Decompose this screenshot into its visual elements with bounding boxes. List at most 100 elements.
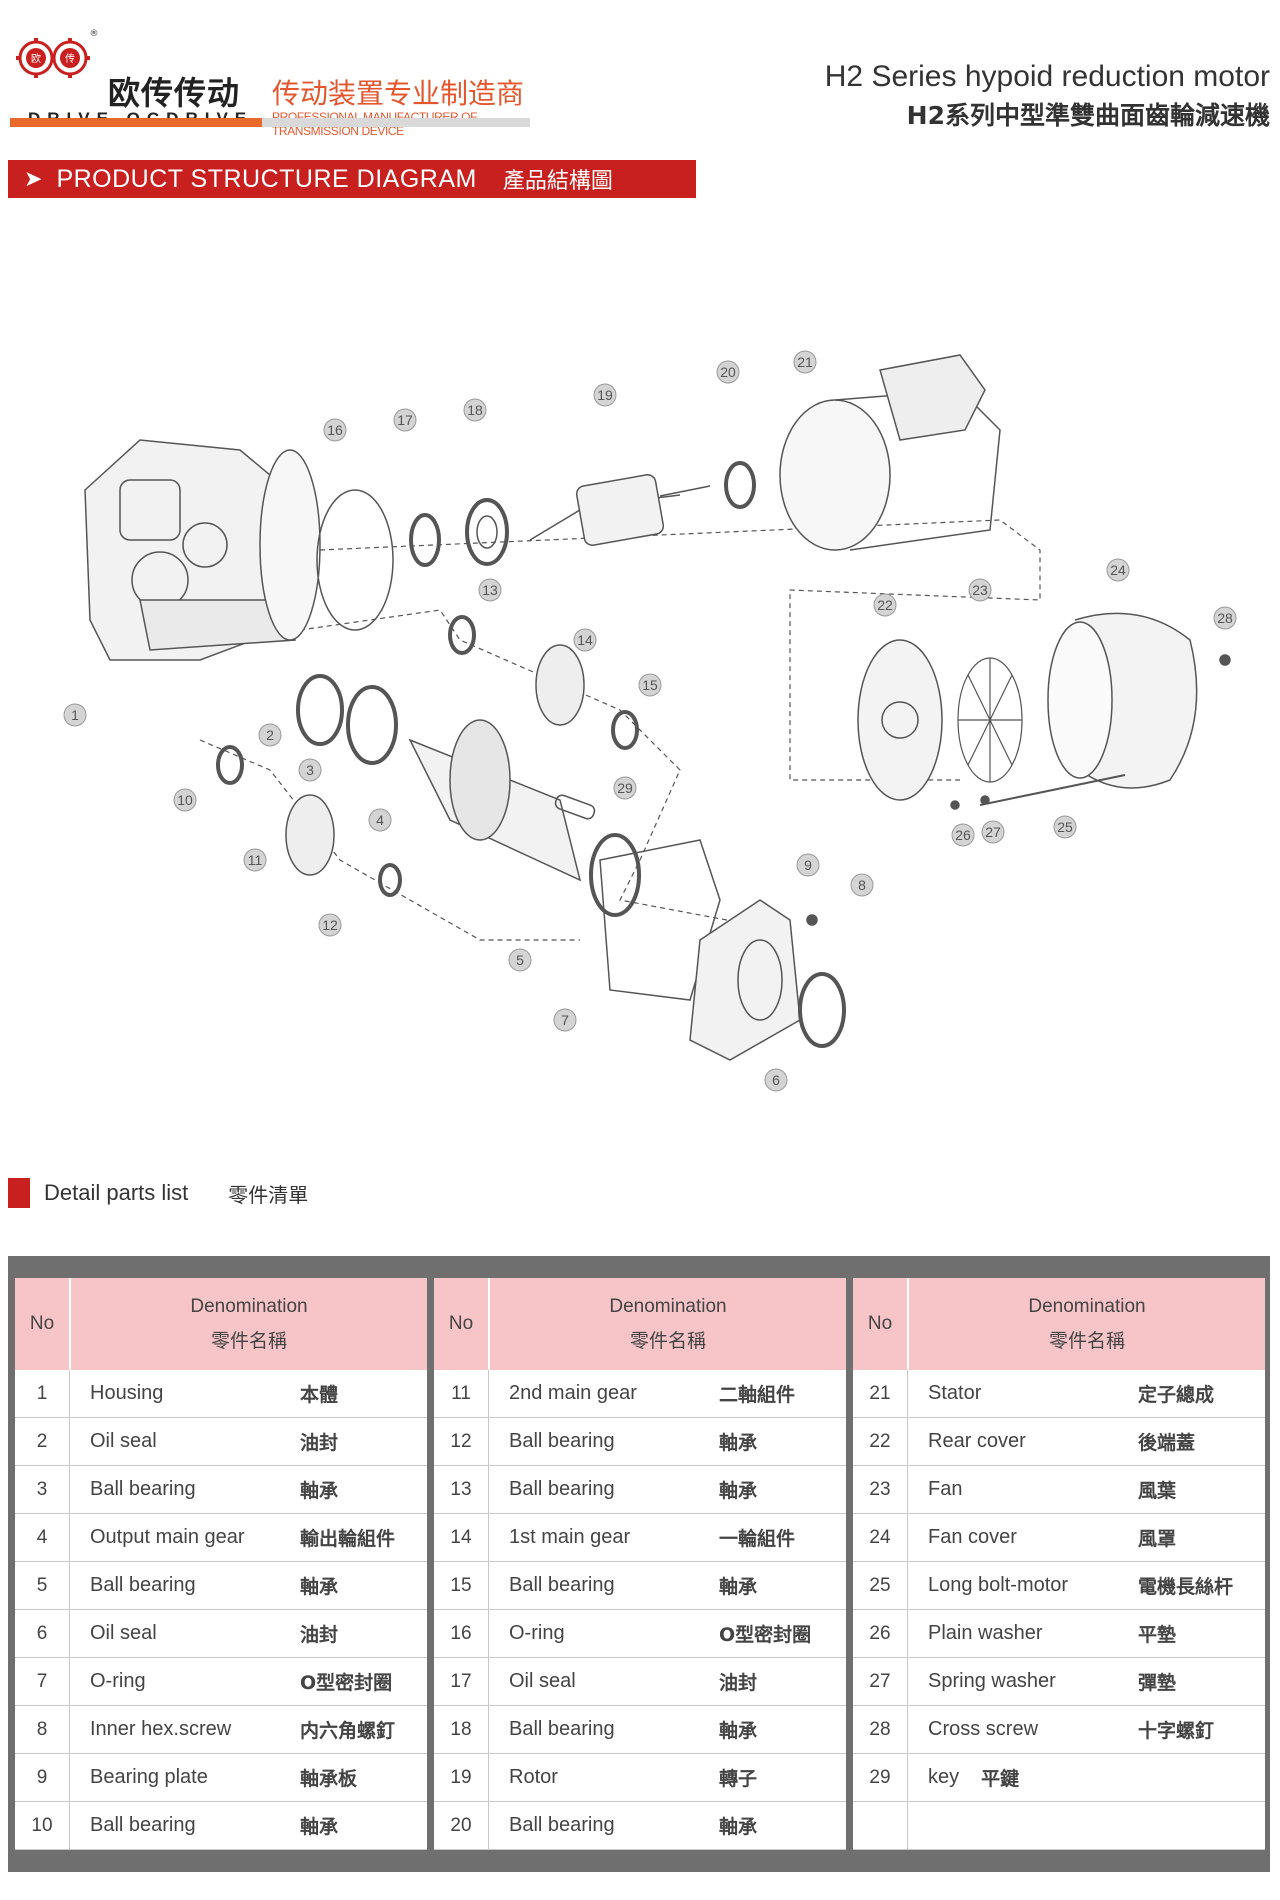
part-name-en: Ball bearing xyxy=(509,1478,615,1500)
header-no: No xyxy=(434,1278,490,1370)
svg-text:28: 28 xyxy=(1217,610,1233,626)
part-name-en: Long bolt-motor xyxy=(928,1574,1069,1596)
part-name-cn: O型密封圈 xyxy=(300,1672,393,1694)
callout-14: 14 xyxy=(573,628,597,652)
part-name-en xyxy=(908,1802,1138,1849)
callout-9: 9 xyxy=(796,853,820,877)
callout-6: 6 xyxy=(764,1068,788,1092)
part-name-cn: 風葉 xyxy=(1138,1480,1177,1502)
part-name-cn: 十字螺釘 xyxy=(1138,1720,1215,1742)
part-number: 15 xyxy=(434,1562,489,1609)
part-name-en: Ball bearing xyxy=(90,1478,196,1500)
part-name-cn: 軸承 xyxy=(300,1576,339,1598)
callout-18: 18 xyxy=(463,398,487,422)
svg-text:9: 9 xyxy=(804,857,812,873)
part-name-cn: 彈墊 xyxy=(1138,1672,1177,1694)
logo-badge-right: 传 xyxy=(65,53,75,65)
part-name-cn: 風罩 xyxy=(1138,1528,1177,1550)
brand-slogan-cn: 传动装置专业制造商 xyxy=(272,77,525,110)
part-name-cn: 軸承 xyxy=(300,1816,339,1838)
section-title-cn: 產品結構圖 xyxy=(502,169,613,194)
callout-25: 25 xyxy=(1053,815,1077,839)
section-title-en: PRODUCT STRUCTURE DIAGRAM xyxy=(56,164,477,193)
part-name-en: Oil seal xyxy=(90,1430,157,1452)
svg-text:25: 25 xyxy=(1057,819,1073,835)
part-name-cn: O型密封圈 xyxy=(719,1624,812,1646)
part-number: 22 xyxy=(853,1418,908,1465)
header-name-cn: 零件名稱 xyxy=(210,1330,287,1352)
callout-5: 5 xyxy=(508,948,532,972)
part-number: 1 xyxy=(15,1370,70,1417)
callout-4: 4 xyxy=(368,808,392,832)
part-name-en: Ball bearing xyxy=(509,1430,615,1452)
callout-22: 22 xyxy=(873,593,897,617)
part-name-en: Stator xyxy=(928,1382,982,1404)
product-title-en: H2 Series hypoid reduction motor xyxy=(824,60,1270,93)
svg-text:1: 1 xyxy=(71,707,79,723)
part-number: 29 xyxy=(853,1754,908,1801)
part-name-cn: 二軸組件 xyxy=(719,1384,796,1406)
detail-heading: Detail parts list 零件清單 xyxy=(8,1176,308,1210)
part-name-cn: 油封 xyxy=(300,1432,339,1454)
header-name-en: Denomination xyxy=(609,1296,727,1317)
callout-1: 1 xyxy=(63,703,87,727)
part-name-en: Housing xyxy=(90,1382,164,1404)
part-name-en: Plain washer xyxy=(928,1622,1043,1644)
part-callouts: 1234567891011121314151617181920212223242… xyxy=(63,350,1237,1092)
part-name-en: Bearing plate xyxy=(90,1766,208,1788)
part-number: 18 xyxy=(434,1706,489,1753)
brand-logo: 欧 传 ® 欧传传动 DRIVE OCDRIVE 传动装置专业制造商 PROFE… xyxy=(10,24,530,138)
svg-text:27: 27 xyxy=(985,824,1001,840)
callout-20: 20 xyxy=(716,360,740,384)
callout-3: 3 xyxy=(298,758,322,782)
callout-17: 17 xyxy=(393,408,417,432)
part-number: 8 xyxy=(15,1706,70,1753)
svg-text:3: 3 xyxy=(306,762,314,778)
svg-text:10: 10 xyxy=(177,792,193,808)
part-number: 3 xyxy=(15,1466,70,1513)
callout-7: 7 xyxy=(553,1008,577,1032)
part-name-en: Inner hex.screw xyxy=(90,1718,232,1740)
svg-text:26: 26 xyxy=(955,827,971,843)
part-number xyxy=(853,1802,908,1849)
svg-text:17: 17 xyxy=(397,412,413,428)
part-name-cn: 軸承 xyxy=(719,1816,758,1838)
callout-13: 13 xyxy=(478,578,502,602)
part-name-cn xyxy=(1138,1802,1265,1849)
svg-text:15: 15 xyxy=(642,677,658,693)
svg-text:18: 18 xyxy=(467,402,483,418)
svg-text:2: 2 xyxy=(266,727,274,743)
part-name-en: Ball bearing xyxy=(90,1574,196,1596)
svg-text:13: 13 xyxy=(482,582,498,598)
callout-26: 26 xyxy=(951,823,975,847)
callout-10: 10 xyxy=(173,788,197,812)
callout-28: 28 xyxy=(1213,606,1237,630)
svg-text:22: 22 xyxy=(877,597,893,613)
part-number: 25 xyxy=(853,1562,908,1609)
header-no: No xyxy=(853,1278,909,1370)
part-number: 28 xyxy=(853,1706,908,1753)
part-number: 7 xyxy=(15,1658,70,1705)
part-name-en: Oil seal xyxy=(509,1670,576,1692)
product-title-cn: H2系列中型準雙曲面齒輪減速機 xyxy=(906,101,1270,130)
part-name-cn: 軸承 xyxy=(719,1576,758,1598)
svg-text:4: 4 xyxy=(376,812,384,828)
part-name-en: Ball bearing xyxy=(509,1814,615,1836)
